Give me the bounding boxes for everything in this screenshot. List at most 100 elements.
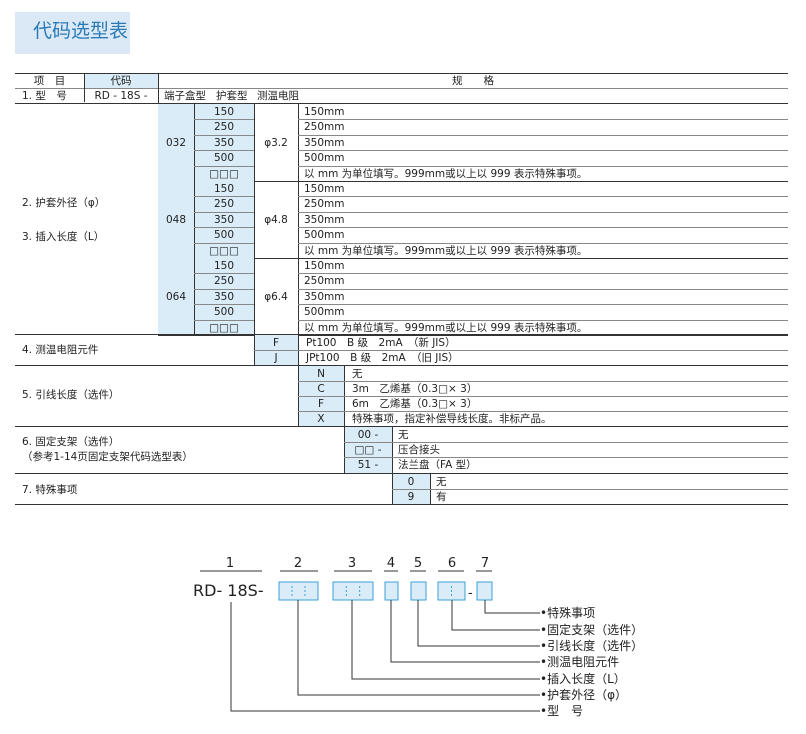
element-spec: JPt100 B 级 2mA （旧 JIS）	[306, 352, 459, 364]
bracket-code: □□ -	[354, 444, 382, 456]
type-row-rule	[15, 103, 788, 104]
length-code-bg	[194, 258, 254, 335]
bracket-spec: 压合接头	[398, 444, 440, 456]
special-code: 0	[407, 476, 415, 488]
lead-code: X	[317, 413, 325, 425]
rule	[194, 181, 195, 258]
group-code-bg	[158, 258, 194, 335]
row-rule	[298, 242, 788, 244]
sheath-code: 032	[165, 136, 187, 149]
length-spec: 150mm	[304, 260, 345, 272]
length-spec: 150mm	[304, 183, 345, 195]
callout-leader	[230, 602, 540, 712]
bracket-row-rule	[344, 457, 788, 458]
bracket-code: 51 -	[357, 459, 379, 471]
group-code-bg	[158, 104, 194, 181]
length-spec: 以 mm 为单位填写。999mm或以上以 999 表示特殊事项。	[304, 244, 588, 257]
code-box	[410, 581, 427, 601]
length-code: 350	[213, 136, 235, 149]
bracket-spec: 法兰盘（FA 型）	[398, 459, 477, 471]
code-box	[384, 581, 399, 601]
group-rule	[158, 181, 788, 182]
bracket-spec: 无	[398, 429, 409, 441]
row-rule	[298, 196, 788, 198]
callout-leader	[390, 600, 540, 663]
dash-separator: -	[468, 586, 473, 601]
length-code: □□□	[209, 167, 239, 180]
section-4-rule	[15, 365, 788, 366]
row-rule	[298, 227, 788, 229]
bracket-code-bg	[344, 427, 392, 473]
length-spec: 350mm	[304, 136, 345, 149]
position-number: 1	[226, 556, 234, 571]
length-code: □□□	[209, 244, 239, 257]
special-spec: 有	[436, 491, 447, 503]
length-code: □□□	[209, 321, 239, 334]
callout-leader	[351, 600, 540, 680]
special-label: 7. 特殊事项	[22, 484, 78, 496]
length-spec: 500mm	[304, 229, 345, 242]
section-2-rule	[15, 334, 788, 335]
length-code: 250	[213, 198, 235, 211]
section-6-rule	[15, 473, 788, 474]
lead-code: N	[317, 368, 325, 380]
lead-row-rule	[298, 381, 788, 382]
row-rule	[298, 304, 788, 306]
length-spec: 350mm	[304, 213, 345, 226]
rule	[254, 181, 255, 258]
lead-spec: 6m 乙烯基（0.3□× 3）	[352, 398, 478, 410]
length-spec: 500mm	[304, 306, 345, 319]
length-code: 500	[213, 229, 235, 242]
callout-label: •型 号	[540, 704, 583, 718]
row-rule	[194, 150, 254, 152]
row-rule	[194, 304, 254, 306]
rule	[194, 258, 195, 335]
position-number: 6	[448, 556, 456, 571]
callout-label: •固定支架（选件）	[540, 622, 643, 637]
length-spec: 以 mm 为单位填写。999mm或以上以 999 表示特殊事项。	[304, 321, 588, 334]
row-rule	[298, 319, 788, 321]
bracket-code: 00 -	[357, 429, 379, 441]
length-code: 350	[213, 213, 235, 226]
group-rule	[158, 258, 788, 259]
header-bottom-rule	[15, 88, 788, 89]
lead-label: 5. 引线长度（选件）	[22, 389, 120, 401]
diameter-value: φ3.2	[264, 136, 288, 149]
row-rule	[194, 211, 254, 213]
length-code: 150	[213, 260, 235, 272]
length-code: 150	[213, 106, 235, 118]
sheath-label: 2. 护套外径（φ）	[22, 197, 106, 209]
length-code-bg	[194, 181, 254, 258]
lead-spec: 3m 乙烯基（0.3□× 3）	[352, 383, 478, 395]
position-number: 4	[387, 556, 395, 571]
section-5-rule	[15, 426, 788, 427]
length-code: 250	[213, 275, 235, 288]
code-header-bg	[84, 74, 158, 88]
position-number: 2	[294, 556, 302, 571]
row-rule	[194, 119, 254, 121]
group-code-bg	[158, 181, 194, 258]
rule	[84, 73, 85, 102]
lead-spec: 特殊事项，指定补偿导线长度。非标产品。	[352, 413, 552, 425]
rule	[298, 104, 299, 181]
callout-leader	[417, 600, 540, 647]
length-spec: 350mm	[304, 290, 345, 303]
group-rule	[158, 335, 788, 336]
model-code: RD- 18S-	[193, 581, 264, 600]
row-rule	[194, 134, 254, 136]
lead-row-rule	[298, 396, 788, 397]
element-row-rule	[254, 350, 788, 351]
callout-label: •特殊事项	[540, 605, 595, 620]
row-rule	[298, 211, 788, 213]
row-rule	[298, 273, 788, 275]
row-rule	[194, 196, 254, 198]
code-box	[332, 581, 374, 601]
row-rule	[194, 165, 254, 167]
sheath-code: 048	[165, 213, 187, 226]
table-bottom-rule	[15, 504, 788, 505]
lead-code: C	[317, 383, 325, 395]
type-code: RD - 18S -	[94, 90, 148, 102]
element-code: F	[272, 337, 280, 349]
bracket-label: 6. 固定支架（选件）	[22, 436, 120, 448]
